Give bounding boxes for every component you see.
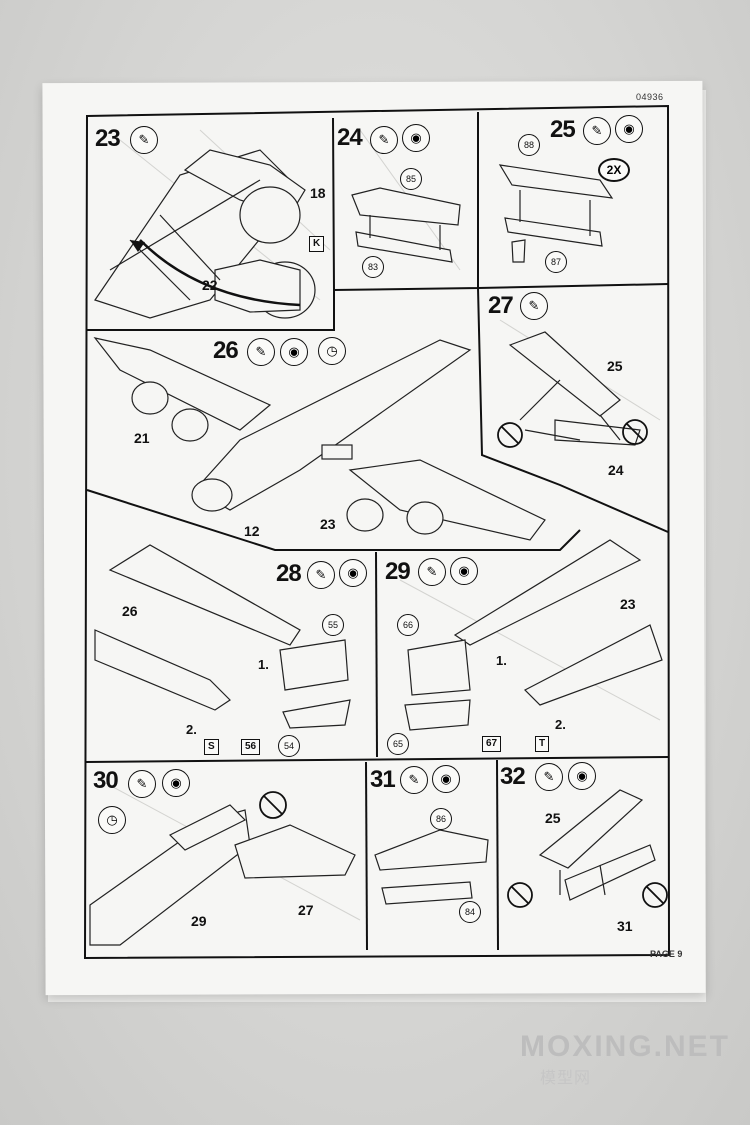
glue-icon: ✎ (130, 126, 158, 154)
glue-icon: ✎ (307, 561, 335, 589)
step-28-number: 28 (276, 560, 302, 587)
watermark-brand: MOXING.NET (520, 1030, 731, 1063)
step-32-number: 32 (500, 763, 526, 790)
step-27-number: 27 (488, 292, 514, 319)
part-number: 88 (518, 134, 540, 156)
part-label: 24 (608, 462, 624, 478)
glue-icon: ✎ (583, 117, 611, 145)
part-number: 86 (430, 808, 452, 830)
paint-icon: ◉ (339, 559, 367, 587)
part-number: 55 (322, 614, 344, 636)
substep-label: 2. (186, 722, 197, 737)
paint-icon: ◉ (432, 765, 460, 793)
step-29-number: 29 (385, 558, 411, 585)
part-number: 84 (459, 901, 481, 923)
part-number: 54 (278, 735, 300, 757)
paint-icon: ◉ (162, 769, 190, 797)
marker-label: S (204, 739, 219, 755)
part-label: 23 (620, 596, 636, 612)
step-30-number: 30 (93, 767, 119, 794)
part-number: 87 (545, 251, 567, 273)
paint-icon: ◉ (280, 338, 308, 366)
part-label: 25 (545, 810, 561, 826)
panel-divider-26-bottom (86, 489, 581, 551)
marker-label: T (535, 736, 550, 752)
paint-icon: ◉ (402, 124, 430, 152)
part-number: 66 (397, 614, 419, 636)
part-label: 23 (320, 516, 336, 532)
paint-icon: ◉ (450, 557, 478, 585)
glue-icon: ✎ (418, 558, 446, 586)
part-number: 65 (387, 733, 409, 755)
part-label: 12 (244, 523, 260, 539)
substep-label: 1. (496, 653, 507, 668)
step-23-number: 23 (95, 125, 121, 152)
outer-frame (83, 104, 671, 960)
step-24-number: 24 (337, 124, 363, 151)
watermark-sub: 模型网 (540, 1070, 592, 1087)
substep-label: 2. (555, 717, 566, 732)
panel-divider-30-31 (365, 761, 368, 951)
part-number: 83 (362, 256, 384, 278)
glue-icon: ✎ (400, 766, 428, 794)
paint-icon: ◉ (615, 115, 643, 143)
part-label: 18 (310, 185, 326, 201)
glue-icon: ✎ (247, 338, 275, 366)
panel-divider-row3 (85, 756, 670, 763)
glue-icon: ✎ (535, 763, 563, 791)
part-number: 85 (400, 168, 422, 190)
glue-icon: ✎ (370, 126, 398, 154)
part-label: 27 (298, 902, 314, 918)
glue-icon: ✎ (520, 292, 548, 320)
panel-divider-28-29 (375, 551, 378, 758)
part-label: 26 (122, 603, 138, 619)
part-label: 21 (134, 430, 150, 446)
part-label: 31 (617, 918, 633, 934)
part-number-boxed: 67 (482, 736, 502, 752)
paint-icon: ◉ (568, 762, 596, 790)
document-code: 04936 (636, 92, 664, 102)
quantity-badge: 2X (598, 158, 630, 182)
part-label: 22 (202, 277, 218, 293)
part-label: 29 (191, 913, 207, 929)
step-25-number: 25 (550, 116, 576, 143)
clock-icon: ◷ (318, 337, 346, 365)
step-31-number: 31 (370, 766, 396, 793)
marker-label: K (309, 236, 325, 252)
glue-icon: ✎ (128, 770, 156, 798)
panel-divider-27 (477, 287, 669, 533)
substep-label: 1. (258, 657, 269, 672)
panel-divider-25-bottom (477, 283, 669, 289)
panel-divider-31-32 (496, 759, 499, 951)
part-label: 25 (607, 358, 623, 374)
clock-icon: ◷ (98, 806, 126, 834)
part-number-boxed: 56 (241, 739, 261, 755)
panel-divider-23-bottom (87, 290, 335, 331)
step-26-number: 26 (213, 337, 239, 364)
page-number: PAGE 9 (650, 949, 683, 959)
